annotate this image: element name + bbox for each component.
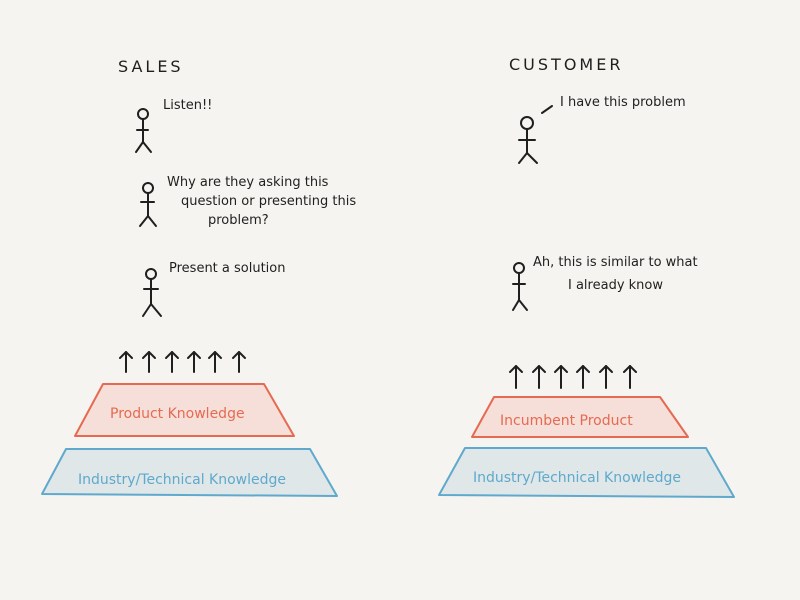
- customer-layer-incumbent-product: Incumbent Product: [471, 396, 689, 438]
- customer-bubble-problem-text: I have this problem: [560, 95, 686, 110]
- customer-bubble-similar-line-2: I already know: [568, 278, 663, 293]
- customer-column: CUSTOMER I have this problem Ah, this: [438, 55, 735, 498]
- sales-stick-figure-listen: [135, 108, 152, 153]
- customer-stick-figure-similar: [512, 262, 528, 311]
- customer-arrow-up-icon: [554, 365, 568, 389]
- customer-arrow-up-icon: [576, 365, 590, 389]
- sales-bubble-question-line-1: Why are they asking this: [167, 175, 329, 190]
- sales-arrow-up-icon: [165, 351, 179, 373]
- sales-arrow-up-icon: [232, 351, 246, 373]
- sales-bubble-present-text: Present a solution: [169, 261, 286, 276]
- sales-stick-figure-present: [142, 268, 162, 317]
- customer-speech-dash: [541, 105, 553, 114]
- sales-arrow-up-icon: [208, 351, 222, 373]
- customer-bubble-similar-line-1: Ah, this is similar to what: [533, 255, 698, 270]
- sales-arrow-up-icon: [142, 351, 156, 373]
- customer-bubble-similar-text: Ah, this is similar to what I already kn…: [533, 255, 702, 293]
- sales-layer-top-shape: [74, 383, 295, 437]
- sales-arrow-up-icon: [187, 351, 201, 373]
- sales-arrows: [119, 351, 246, 373]
- sales-heading: SALES: [118, 57, 184, 76]
- customer-stick-figure-problem: [518, 116, 538, 164]
- sales-layer-bottom-shape: [41, 448, 338, 497]
- sales-bubble-listen-text: Listen!!: [163, 98, 212, 113]
- sales-layer-top-label: Product Knowledge: [110, 406, 245, 422]
- customer-arrow-up-icon: [599, 365, 613, 389]
- customer-layer-bottom-shape: [438, 447, 735, 498]
- customer-layer-top-label: Incumbent Product: [500, 413, 633, 429]
- sales-bubble-question-text: Why are they asking this question or pre…: [167, 175, 360, 228]
- sales-stick-figure-question: [139, 182, 157, 227]
- sales-layer-bottom-label: Industry/Technical Knowledge: [78, 472, 286, 488]
- customer-layer-industry-knowledge: Industry/Technical Knowledge: [438, 447, 735, 498]
- customer-arrow-up-icon: [623, 365, 637, 389]
- customer-arrow-up-icon: [509, 365, 523, 389]
- sales-bubble-question-line-3: problem?: [208, 213, 269, 228]
- customer-arrows: [509, 365, 637, 389]
- sales-column: SALES Listen!! Why are they asking this: [41, 57, 360, 497]
- sales-layer-product-knowledge: Product Knowledge: [74, 383, 295, 437]
- customer-arrow-up-icon: [532, 365, 546, 389]
- sales-layer-industry-knowledge: Industry/Technical Knowledge: [41, 448, 338, 497]
- sales-arrow-up-icon: [119, 351, 133, 373]
- sales-bubble-question-line-2: question or presenting this: [181, 194, 356, 209]
- customer-heading: CUSTOMER: [509, 55, 623, 74]
- customer-layer-bottom-label: Industry/Technical Knowledge: [473, 470, 681, 486]
- customer-layer-top-shape: [471, 396, 689, 438]
